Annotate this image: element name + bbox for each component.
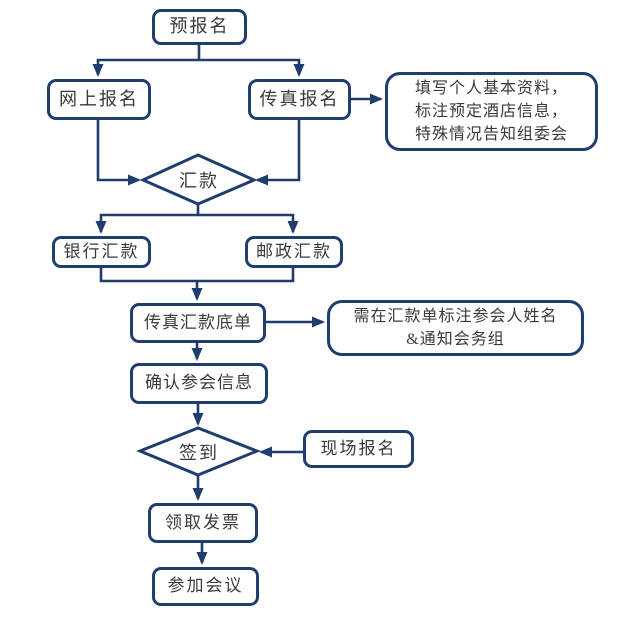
connector-postal-merge <box>197 268 295 283</box>
node-receive-invoice: 领取发票 <box>148 503 258 543</box>
decision-label-sign-in: 签到 <box>179 443 219 463</box>
node-fax-remittance-slip: 传真汇款底单 <box>130 303 266 343</box>
node-bank-remittance: 银行汇款 <box>52 236 151 268</box>
note-personal-info-line1: 填写个人基本资料， <box>414 80 568 97</box>
connector-split-bank <box>95 213 198 234</box>
connector-split-online <box>92 58 199 77</box>
note-personal-info: 填写个人基本资料， 标注预定酒店信息， 特殊情况告知组委会 <box>385 72 598 151</box>
node-attend-meeting: 参加会议 <box>152 567 259 606</box>
node-onsite-registration: 现场报名 <box>303 430 414 468</box>
node-confirm-attendance-info: 确认参会信息 <box>130 363 268 404</box>
connector-bank-merge <box>99 268 197 283</box>
decision-label-remittance: 汇款 <box>179 171 219 191</box>
node-postal-remittance: 邮政汇款 <box>245 236 343 268</box>
node-fax-registration: 传真报名 <box>248 79 351 120</box>
note-personal-info-line2: 标注预定酒店信息， <box>414 103 568 120</box>
connector-split-fax <box>199 58 305 77</box>
node-pre-registration: 预报名 <box>152 9 247 45</box>
node-online-registration: 网上报名 <box>47 79 151 120</box>
note-remittance-slip-line1: 需在汇款单标注参会人姓名 <box>353 308 558 325</box>
decision-diamond-sign-in <box>136 426 262 477</box>
connector-online-remit <box>96 120 141 186</box>
connector-split-postal <box>198 213 299 234</box>
connector-fax-remit <box>255 120 301 186</box>
note-personal-info-line3: 特殊情况告知组委会 <box>414 126 568 143</box>
note-remittance-slip: 需在汇款单标注参会人姓名 &通知会务组 <box>327 300 584 356</box>
decision-diamond-remittance <box>139 153 258 206</box>
note-remittance-slip-line2: &通知会务组 <box>406 331 505 348</box>
